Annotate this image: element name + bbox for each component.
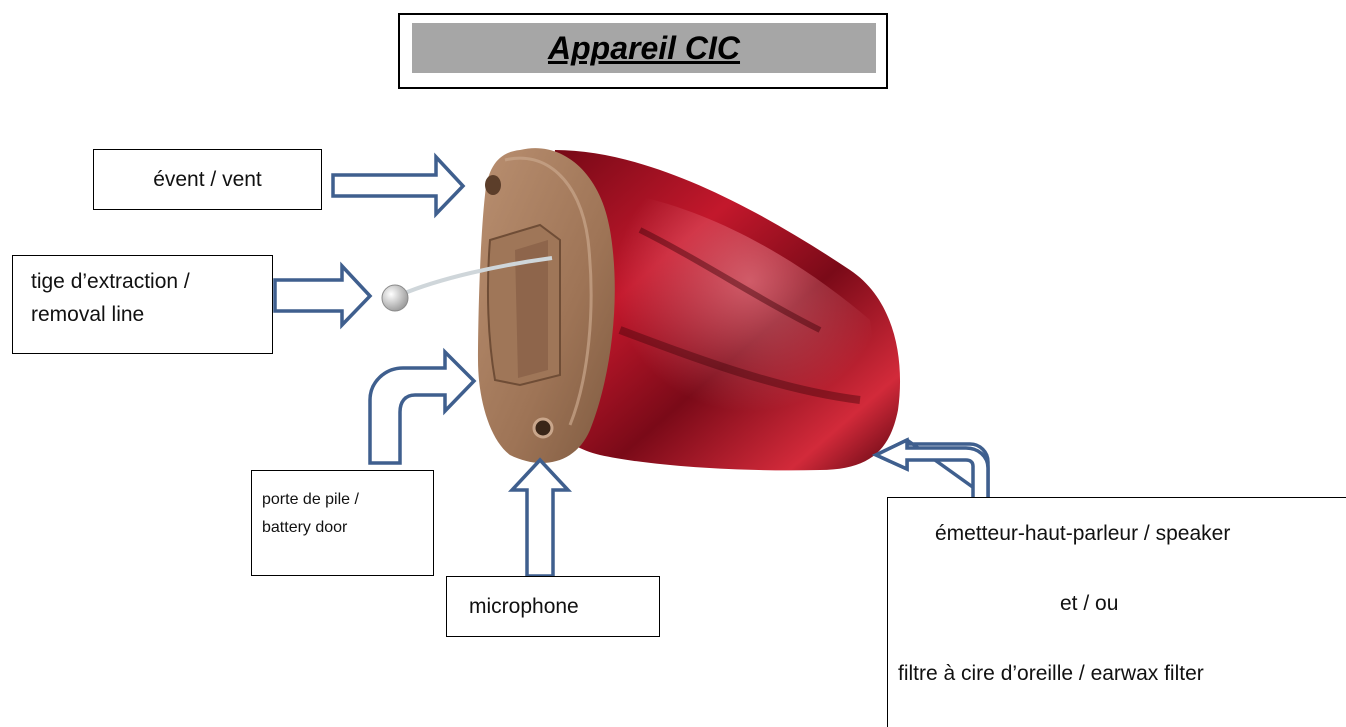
vent-hole [485, 175, 501, 195]
label-speaker: émetteur-haut-parleur / speaker et / ou … [887, 497, 1346, 727]
arrow-removal-line [275, 266, 370, 325]
label-vent: évent / vent [93, 149, 322, 210]
label-speaker-line-2: et / ou [1060, 588, 1118, 620]
label-removal-line: tige d’extraction / removal line [12, 255, 273, 354]
label-removal-line-1: tige d’extraction / [31, 266, 272, 299]
label-battery-door: porte de pile / battery door [251, 470, 434, 576]
label-vent-text: évent / vent [153, 164, 262, 196]
label-battery-line-1: porte de pile / [262, 486, 433, 514]
label-speaker-line-3: filtre à cire d’oreille / earwax filter [898, 658, 1204, 690]
microphone-port [534, 419, 552, 437]
arrow-vent [333, 157, 463, 214]
label-battery-line-2: battery door [262, 514, 433, 542]
label-removal-line-2: removal line [31, 299, 272, 332]
label-microphone: microphone [446, 576, 660, 637]
arrow-microphone [512, 460, 568, 576]
arrow-battery-door [370, 352, 474, 463]
label-microphone-text: microphone [469, 591, 579, 623]
label-speaker-line-1: émetteur-haut-parleur / speaker [935, 518, 1230, 550]
